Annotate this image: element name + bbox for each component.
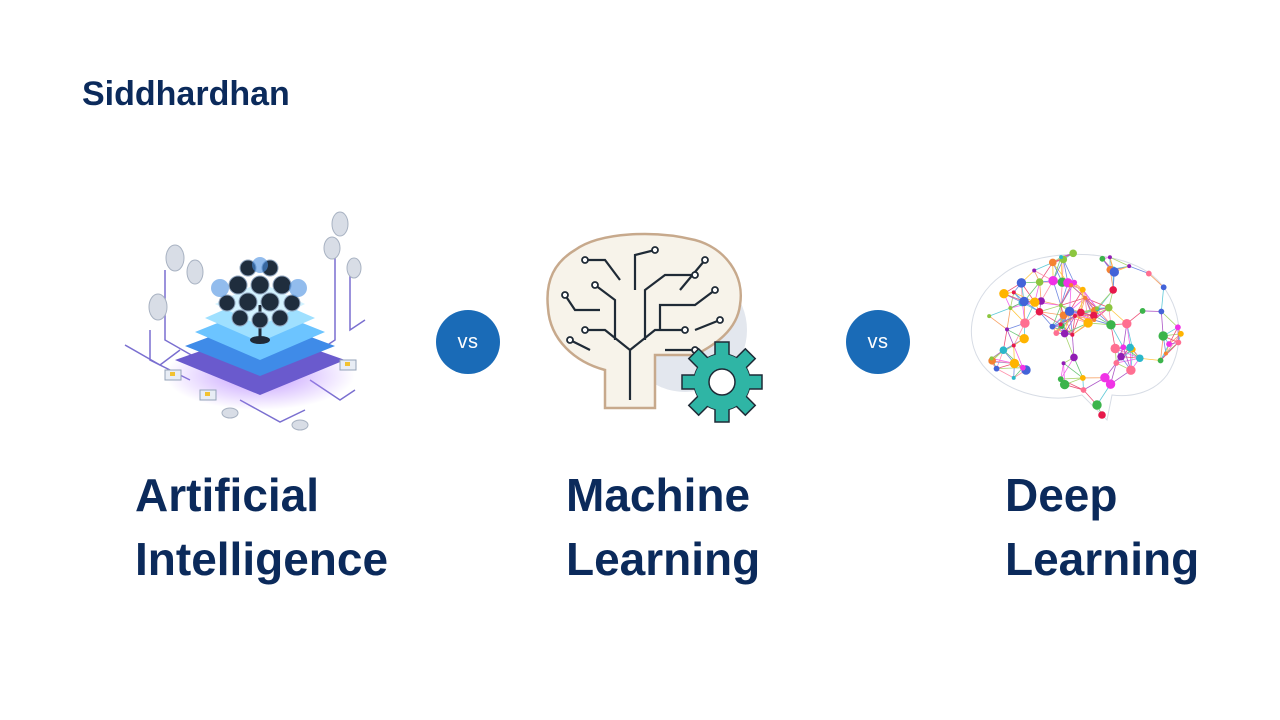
caption-line: Learning [1005,533,1200,585]
neural-network-brain-icon [970,249,1184,422]
vs-label: vs [457,330,479,353]
caption-line: Intelligence [135,533,389,585]
caption-deep-learning: Deep Learning [1005,463,1199,591]
caption-line: Deep [1005,469,1118,521]
circuit-brain-gear-icon [546,232,763,423]
caption-line: Learning [566,533,761,585]
caption-line: Machine [566,469,751,521]
caption-machine-learning: Machine Learning [566,463,760,591]
ai-chip-tree-icon [124,211,366,431]
vs-badge: vs [846,310,910,374]
vs-badge: vs [436,310,500,374]
vs-label: vs [867,330,889,353]
author-name: Siddhardhan [82,75,290,113]
caption-line: Artificial [135,469,320,521]
caption-artificial-intelligence: Artificial Intelligence [135,463,388,591]
